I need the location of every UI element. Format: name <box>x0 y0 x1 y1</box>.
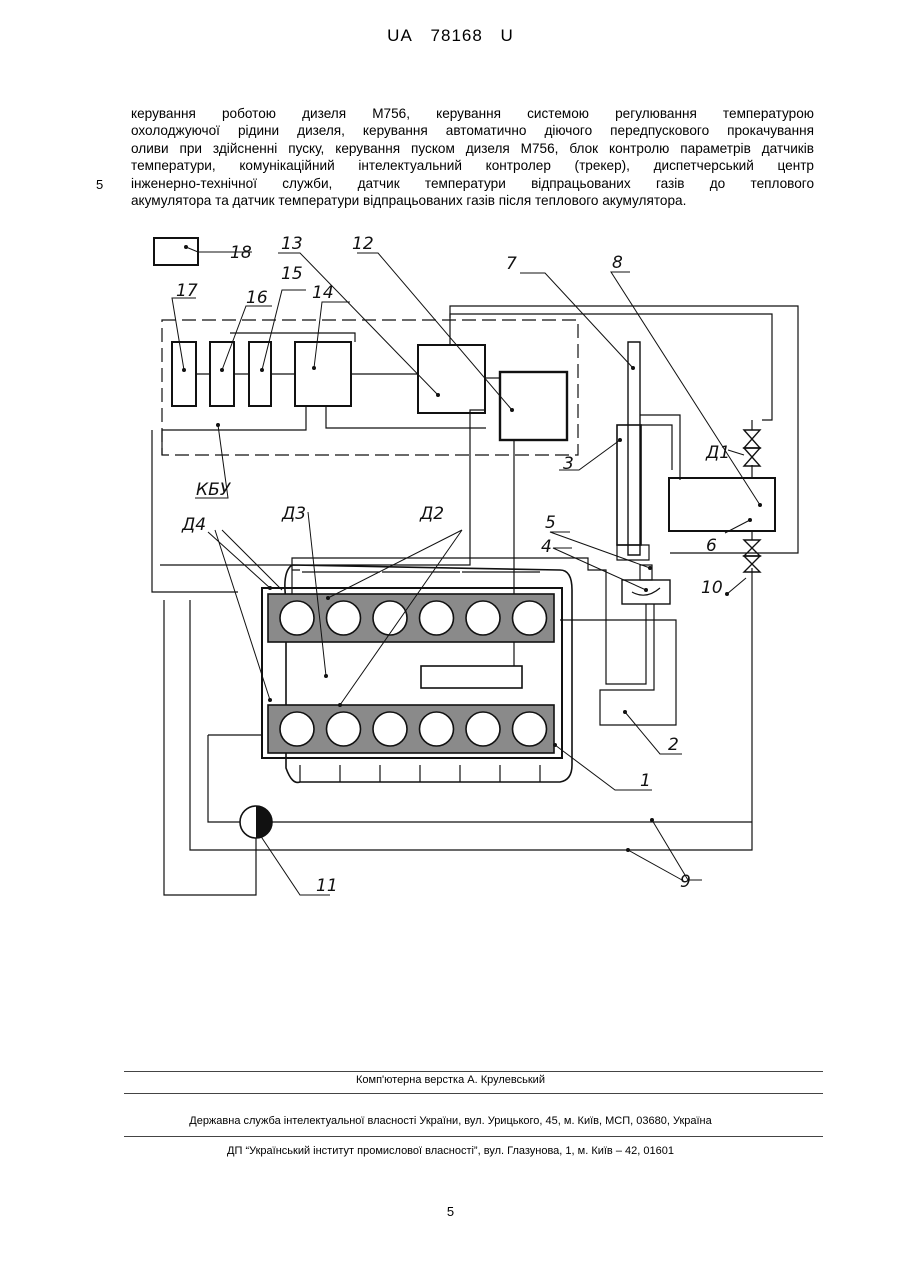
cylinder-bank-top <box>268 594 554 642</box>
block-14 <box>295 342 351 406</box>
layout-credit: Комп'ютерна верстка А. Крулевський <box>0 1074 901 1086</box>
label-18: 18 <box>230 243 252 263</box>
cylinder <box>327 601 361 635</box>
cylinder <box>466 712 500 746</box>
block-16 <box>210 342 234 406</box>
footer-rule-1 <box>124 1071 823 1072</box>
cylinder <box>420 712 454 746</box>
thermal-accumulator-3 <box>617 425 641 545</box>
label-kbu: КБУ <box>196 480 232 500</box>
label-1: 1 <box>640 771 651 791</box>
kbu-dashed-boundary <box>162 320 578 455</box>
cylinder <box>373 601 407 635</box>
cylinder <box>327 712 361 746</box>
cylinder <box>466 601 500 635</box>
label-13: 13 <box>281 234 303 254</box>
label-10: 10 <box>701 578 723 598</box>
cylinder <box>513 601 547 635</box>
label-11: 11 <box>316 876 338 896</box>
label-2: 2 <box>668 735 679 755</box>
label-17: 17 <box>176 281 198 301</box>
institute-address: ДП “Український інститут промислової вла… <box>0 1145 901 1157</box>
inner-module <box>421 666 522 688</box>
agency-address: Державна служба інтелектуальної власност… <box>0 1115 901 1127</box>
label-d3: Д3 <box>281 504 306 524</box>
cylinder-bank-bottom <box>268 705 554 753</box>
footer-rule-2 <box>124 1093 823 1094</box>
block-12 <box>500 372 567 440</box>
label-9: 9 <box>680 872 691 892</box>
cylinder <box>420 601 454 635</box>
label-d1: Д1 <box>705 443 730 463</box>
label-12: 12 <box>352 234 374 254</box>
label-d2: Д2 <box>419 504 444 524</box>
label-3: 3 <box>563 454 574 474</box>
block-13 <box>418 345 485 413</box>
cylinder <box>373 712 407 746</box>
cylinder <box>280 601 314 635</box>
label-8: 8 <box>612 253 623 273</box>
pump-11-icon <box>240 806 272 838</box>
page-number: 5 <box>0 1204 901 1219</box>
label-16: 16 <box>246 288 268 308</box>
block-17 <box>172 342 196 406</box>
cylinder <box>513 712 547 746</box>
valve-8 <box>744 430 760 448</box>
label-5: 5 <box>545 513 556 533</box>
block-18 <box>154 238 198 265</box>
label-d4: Д4 <box>181 515 206 535</box>
label-14: 14 <box>312 283 334 303</box>
label-4: 4 <box>541 537 552 557</box>
label-6: 6 <box>706 536 717 556</box>
block-15 <box>249 342 271 406</box>
footer-rule-3 <box>124 1136 823 1137</box>
cylinder <box>280 712 314 746</box>
label-7: 7 <box>506 254 517 274</box>
label-15: 15 <box>281 264 303 284</box>
